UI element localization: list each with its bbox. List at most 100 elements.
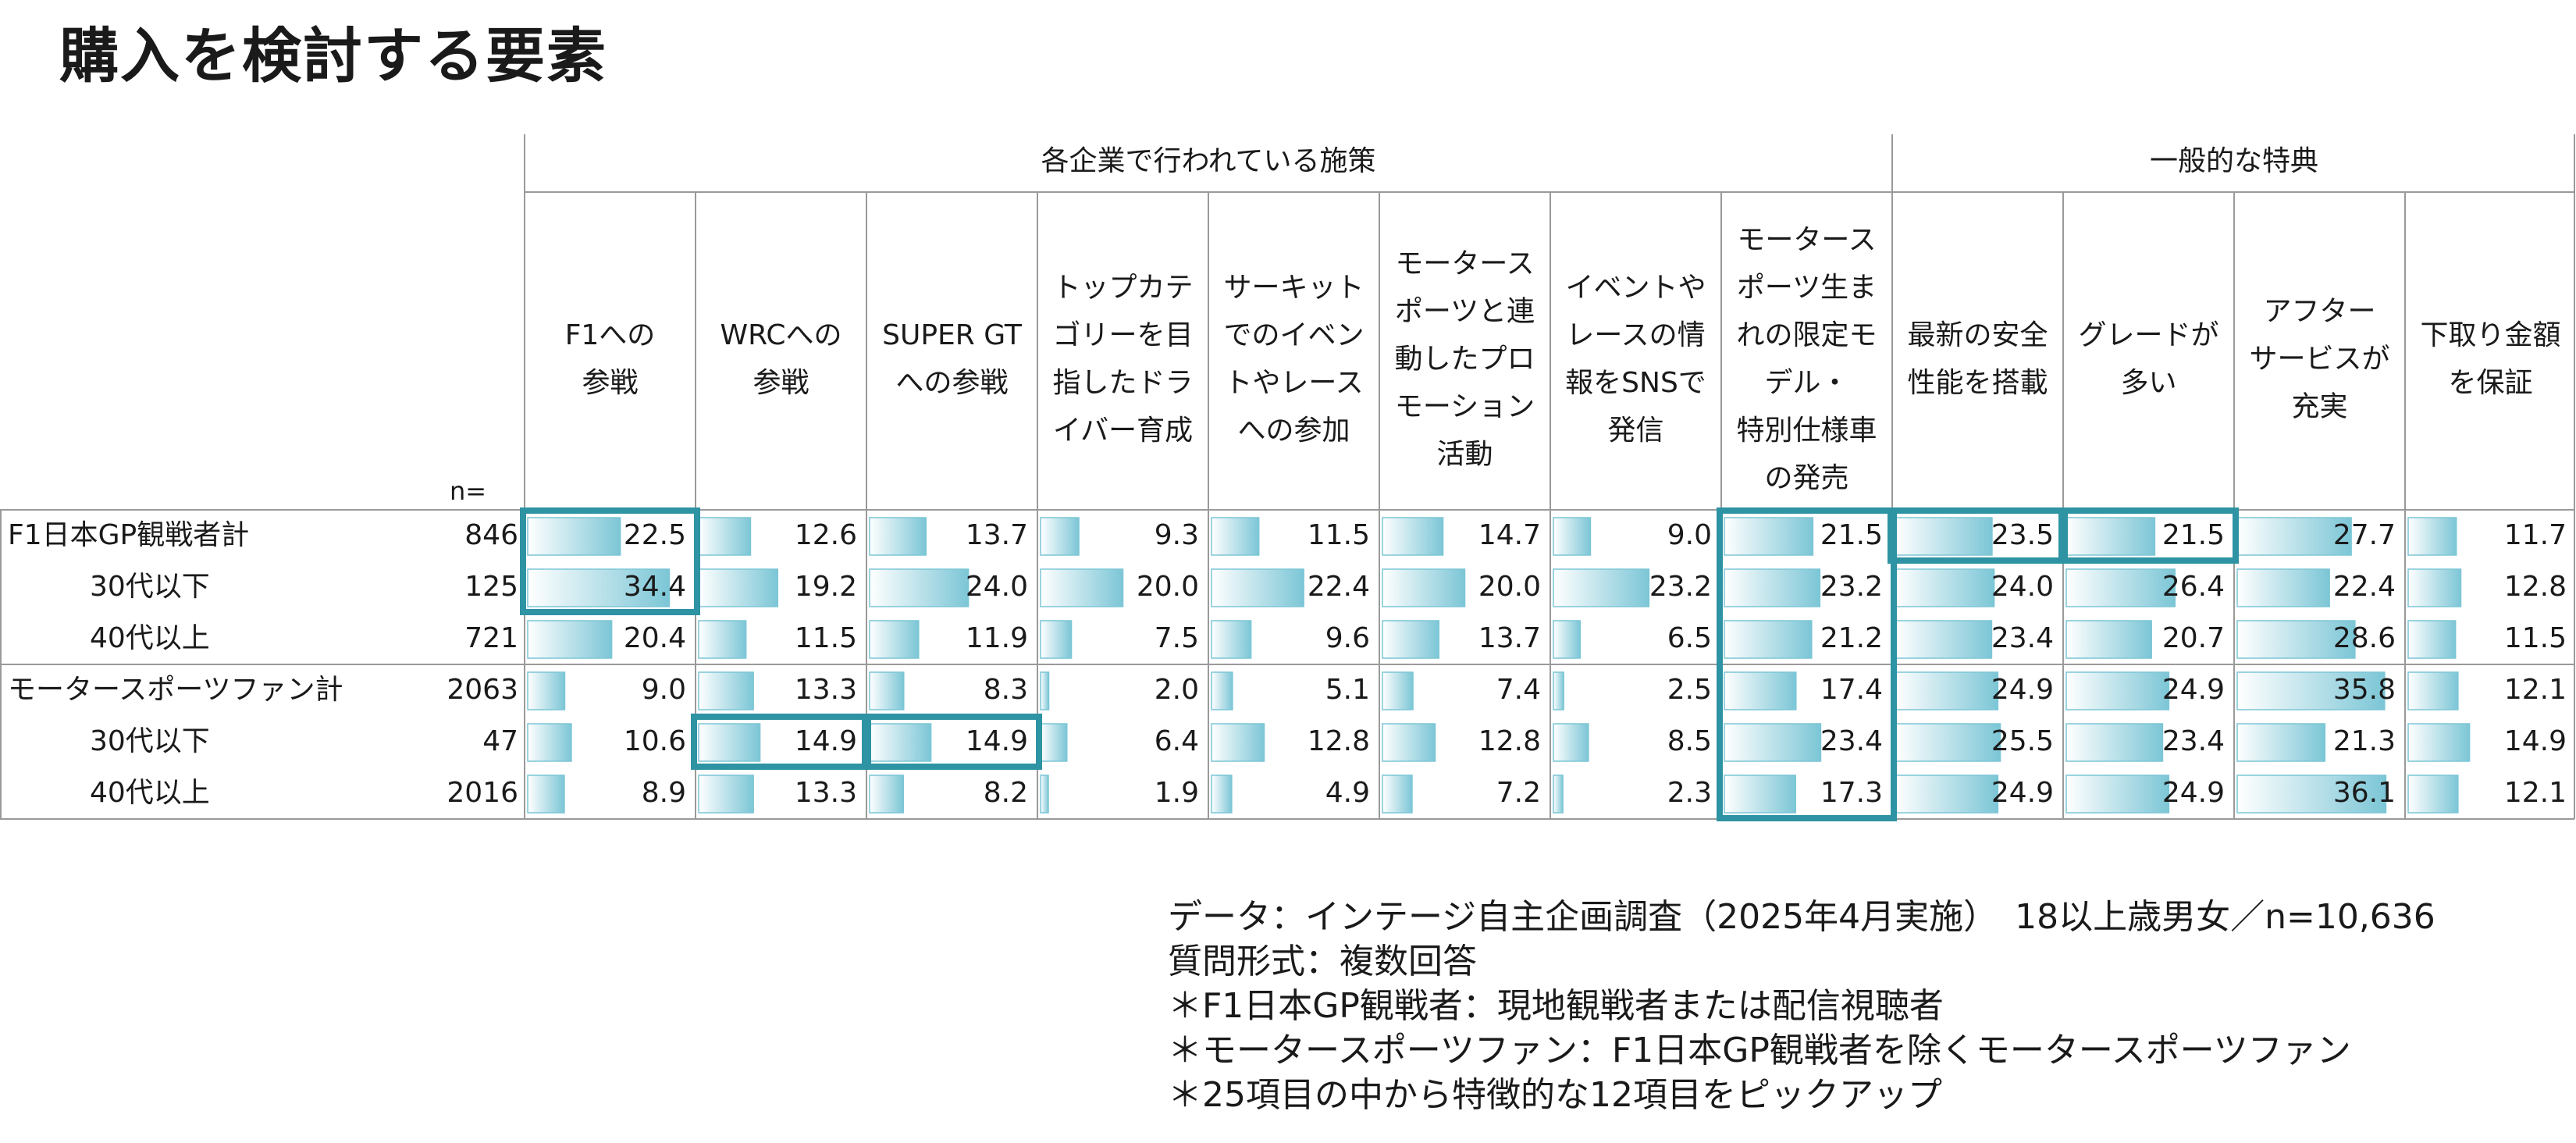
value-label: 14.9 <box>795 725 857 757</box>
value-label: 11.7 <box>2504 519 2567 551</box>
value-label: 2.0 <box>1155 674 1199 706</box>
bar <box>1553 620 1582 659</box>
value-label: 12.8 <box>1478 725 1541 757</box>
value-label: 12.1 <box>2504 777 2567 809</box>
value-label: 21.3 <box>2333 725 2396 757</box>
value-label: 14.9 <box>966 725 1028 757</box>
column-header-line: 特別仕様車 <box>1736 415 1877 447</box>
row-n: 2063 <box>447 674 518 706</box>
bar <box>1040 517 1080 556</box>
column-header-line: 発信 <box>1607 415 1663 447</box>
bar <box>1040 671 1050 710</box>
row-label: F1日本GP観戦者計 <box>8 519 249 551</box>
bar <box>1724 774 1797 814</box>
value-label: 27.7 <box>2333 519 2396 551</box>
value-label: 12.1 <box>2504 674 2567 706</box>
bar <box>1553 568 1650 607</box>
note-line: データ：インテージ自主企画調査（2025年4月実施） 18以上歳男女／n=10,… <box>1168 897 2435 937</box>
column-header-line: ポーツ生ま <box>1737 272 1877 304</box>
bar <box>2236 517 2352 556</box>
bar <box>698 568 779 607</box>
column-header-line: アフター <box>2263 296 2375 328</box>
value-label: 9.3 <box>1155 519 1199 551</box>
column-header-line: 報をSNSで <box>1565 367 1706 399</box>
row-n: 47 <box>482 725 518 757</box>
bar <box>527 723 572 762</box>
bar <box>1895 723 2001 762</box>
row-n: 125 <box>464 571 518 603</box>
bar <box>1553 774 1564 814</box>
value-label: 28.6 <box>2333 622 2396 654</box>
bar <box>1724 671 1797 710</box>
value-label: 8.5 <box>1667 725 1712 757</box>
column-header-line: F1への <box>565 319 656 351</box>
column-header-line: モータース <box>1737 224 1876 256</box>
bar <box>1724 568 1821 607</box>
value-label: 7.5 <box>1155 622 1199 654</box>
row-n: 846 <box>464 519 518 551</box>
column-header-line: イベントや <box>1565 272 1706 304</box>
highlight-box <box>862 714 1042 770</box>
group-header: 各企業で行われている施策 <box>1041 145 1375 177</box>
bar <box>869 723 932 762</box>
bar <box>1724 723 1822 762</box>
bar <box>2407 723 2471 762</box>
bar <box>1040 568 1124 607</box>
bar <box>1553 517 1592 556</box>
bar <box>1211 620 1252 659</box>
bar <box>1382 517 1444 556</box>
bar <box>1040 723 1068 762</box>
bar <box>527 568 671 607</box>
highlight-box <box>1717 507 1897 821</box>
column-header-line: SUPER GT <box>882 319 1023 351</box>
bar <box>1211 517 1260 556</box>
value-label: 17.3 <box>1820 777 1883 809</box>
note-line: 質問形式：複数回答 <box>1168 942 1477 981</box>
value-label: 23.4 <box>2162 725 2225 757</box>
bar <box>1895 774 1999 814</box>
bar <box>1895 568 1995 607</box>
column-header-line: 参戦 <box>753 367 809 399</box>
bar <box>2236 723 2326 762</box>
column-header-line: グレードが <box>2078 319 2218 351</box>
row-label: 40代以上 <box>90 622 210 654</box>
bar <box>869 517 927 556</box>
column-header-line: 最新の安全 <box>1907 319 2048 351</box>
value-label: 1.9 <box>1155 777 1199 809</box>
value-label: 21.5 <box>2162 519 2225 551</box>
value-label: 24.9 <box>1991 674 2054 706</box>
column-header-line: デル・ <box>1764 367 1848 399</box>
value-label: 20.4 <box>624 622 686 654</box>
bar <box>2236 774 2387 814</box>
bar <box>698 671 754 710</box>
bar <box>2407 671 2459 710</box>
note-line: ＊25項目の中から特徴的な12項目をピックアップ <box>1168 1075 1942 1115</box>
bar <box>2065 774 2170 814</box>
bar <box>698 723 761 762</box>
value-label: 23.2 <box>1820 571 1883 603</box>
value-label: 25.5 <box>1991 725 2054 757</box>
value-label: 20.7 <box>2162 622 2225 654</box>
value-label: 23.2 <box>1649 571 1712 603</box>
value-label: 6.4 <box>1155 725 1199 757</box>
value-label: 22.4 <box>1308 571 1370 603</box>
bar <box>1211 671 1233 710</box>
value-label: 36.1 <box>2333 777 2396 809</box>
column-header-line: れの限定モ <box>1736 319 1877 351</box>
n-header: n= <box>450 476 486 506</box>
value-label: 7.2 <box>1496 777 1541 809</box>
value-label: 34.4 <box>624 571 686 603</box>
bar <box>869 568 970 607</box>
value-label: 14.9 <box>2504 725 2567 757</box>
value-label: 24.0 <box>966 571 1028 603</box>
column-header-line: トップカテ <box>1052 272 1193 304</box>
value-label: 10.6 <box>624 725 686 757</box>
value-label: 19.2 <box>795 571 857 603</box>
bar <box>2407 568 2462 607</box>
value-label: 12.8 <box>1308 725 1370 757</box>
column-header-line: モータース <box>1395 248 1534 280</box>
bar <box>1382 671 1414 710</box>
row-label: 30代以下 <box>90 725 210 757</box>
bar <box>1382 723 1436 762</box>
value-label: 9.0 <box>642 674 686 706</box>
